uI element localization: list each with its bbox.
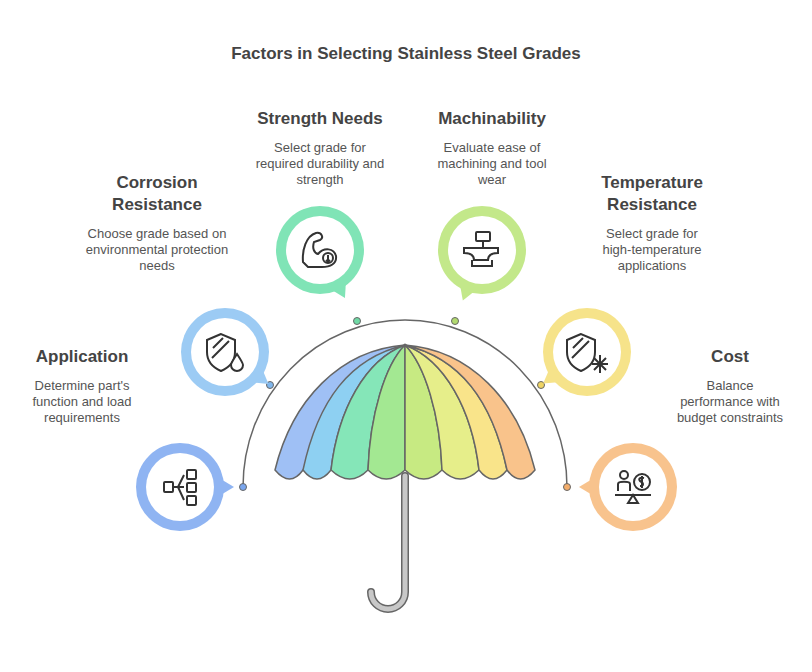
factor-description: Select grade for required durability and…: [255, 140, 385, 188]
factor-description: Balance performance with budget constrai…: [671, 378, 789, 426]
arc-dots: [240, 318, 571, 491]
umbrella-canopy: [275, 345, 535, 479]
umbrella-handle: [371, 476, 405, 609]
arc-line: [243, 320, 567, 487]
factor-node: MachinabilityEvaluate ease of machining …: [417, 108, 567, 188]
factor-node: Strength NeedsSelect grade for required …: [245, 108, 395, 188]
factor-node: Corrosion ResistanceChoose grade based o…: [82, 172, 232, 274]
factor-heading: Machinability: [417, 108, 567, 130]
icon-badge: [120, 427, 240, 547]
icon-badge: [165, 292, 285, 412]
icon-badge: [573, 427, 693, 547]
factor-node: Temperature ResistanceSelect grade for h…: [587, 172, 717, 274]
factor-heading: Strength Needs: [245, 108, 395, 130]
factor-heading: Corrosion Resistance: [97, 172, 217, 216]
icon-badge: [260, 190, 380, 310]
icon-badge: [422, 190, 542, 310]
factor-description: Evaluate ease of machining and tool wear: [427, 140, 557, 188]
factor-heading: Cost: [680, 346, 780, 368]
umbrella-handle-outline: [371, 476, 405, 609]
factor-heading: Application: [17, 346, 147, 368]
factor-description: Choose grade based on environmental prot…: [82, 226, 232, 274]
factor-description: Determine part's function and load requi…: [17, 378, 147, 426]
factor-node: CostBalance performance with budget cons…: [671, 346, 789, 426]
factor-node: ApplicationDetermine part's function and…: [17, 346, 147, 426]
factor-description: Select grade for high-temperature applic…: [592, 226, 712, 274]
factor-heading: Temperature Resistance: [587, 172, 717, 216]
icon-badge: [527, 292, 647, 412]
diagram-title: Factors in Selecting Stainless Steel Gra…: [0, 44, 812, 64]
